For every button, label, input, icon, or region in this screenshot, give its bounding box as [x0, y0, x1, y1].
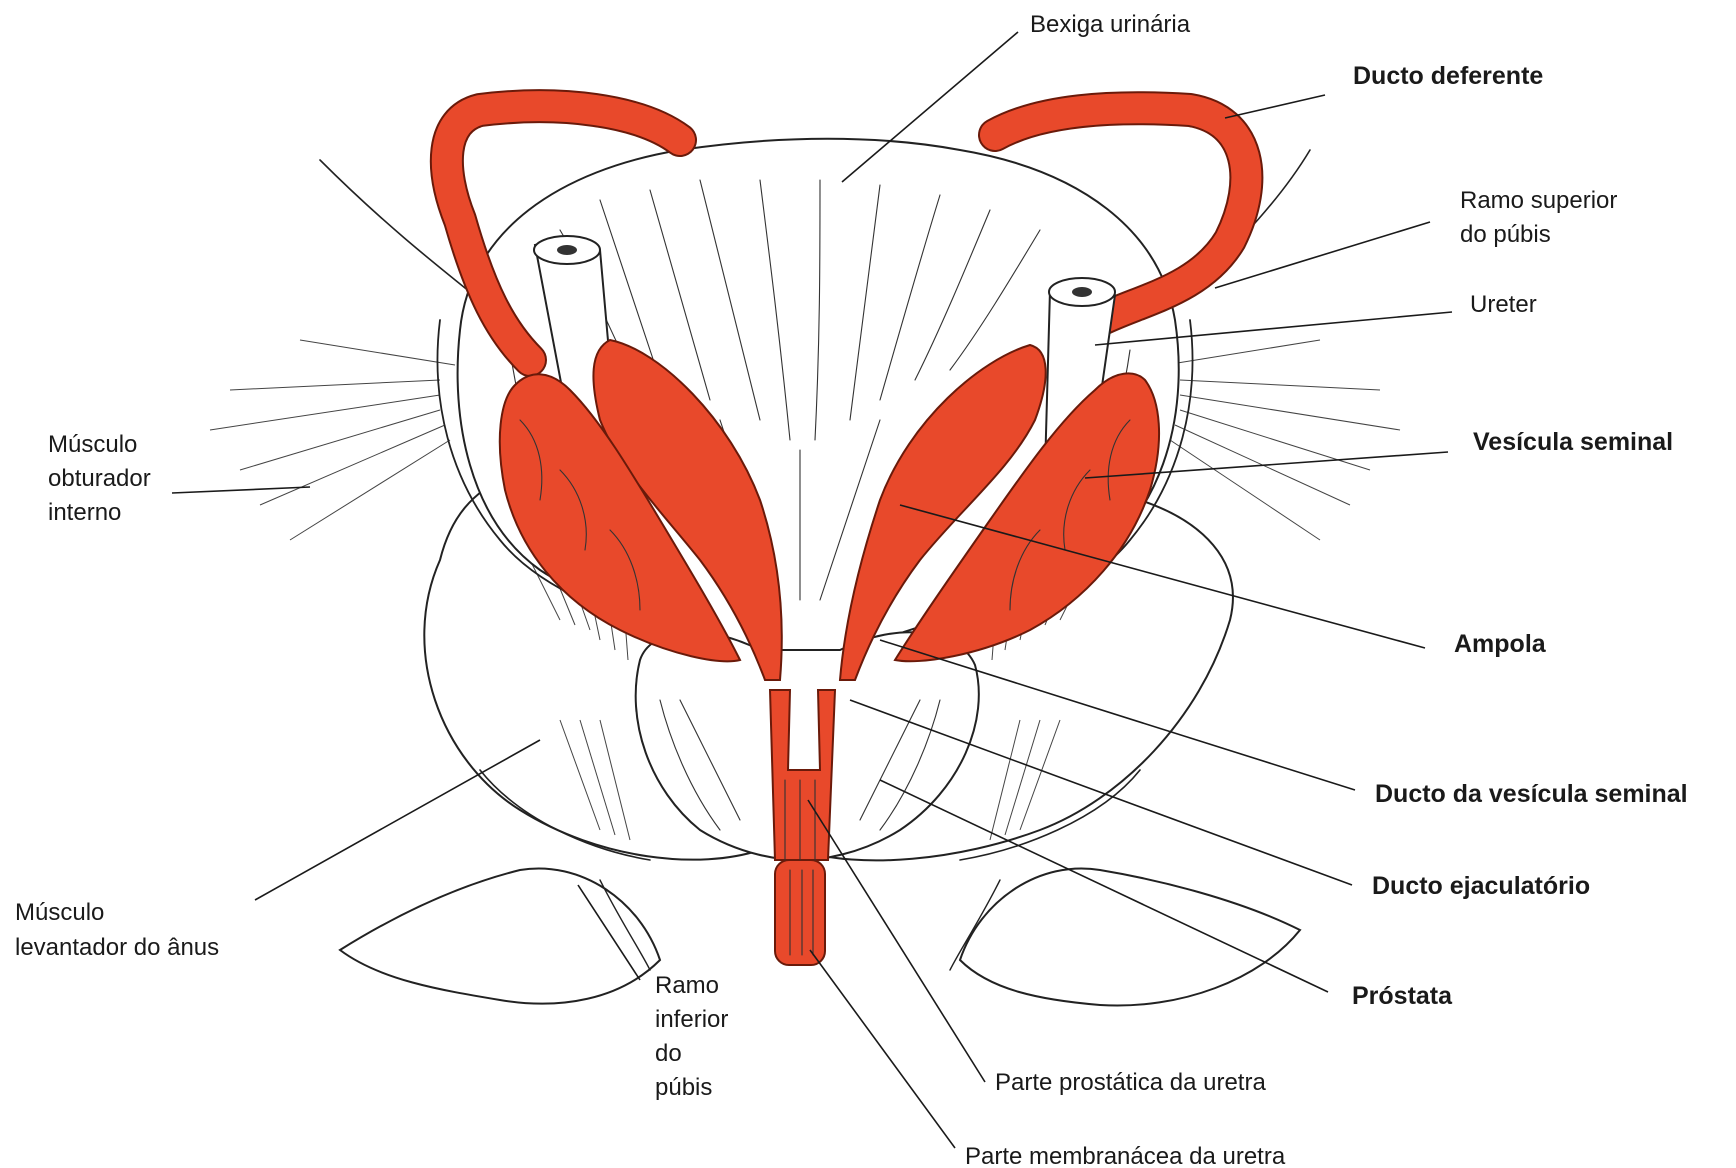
label-ramo-superior-line1: Ramo superior: [1460, 187, 1617, 214]
label-vesicula-seminal: Vesícula seminal: [1473, 428, 1673, 456]
label-ampola: Ampola: [1454, 630, 1547, 658]
label-obturador-line1: Músculo: [48, 431, 137, 458]
label-ducto-vesicula-seminal: Ducto da vesícula seminal: [1375, 780, 1688, 808]
label-prostata: Próstata: [1352, 982, 1453, 1010]
label-ducto-deferente: Ducto deferente: [1353, 62, 1543, 90]
label-ramo-inferior-line1: Ramo: [655, 972, 719, 999]
label-obturador-line3: interno: [48, 499, 121, 526]
label-obturador-line2: obturador: [48, 465, 151, 492]
label-ureter: Ureter: [1470, 291, 1537, 318]
label-bexiga-urinaria: Bexiga urinária: [1030, 11, 1191, 38]
label-parte-membranacea: Parte membranácea da uretra: [965, 1143, 1286, 1168]
label-ramo-inferior-line3: do: [655, 1040, 682, 1067]
label-levantador-line1: Músculo: [15, 899, 104, 926]
label-parte-prostatica: Parte prostática da uretra: [995, 1069, 1266, 1096]
label-ramo-superior-line2: do púbis: [1460, 221, 1551, 248]
label-levantador-line2: levantador do ânus: [15, 934, 219, 961]
label-ducto-ejaculatorio: Ducto ejaculatório: [1372, 872, 1590, 900]
label-ramo-inferior-line2: inferior: [655, 1006, 728, 1033]
label-ramo-inferior-line4: púbis: [655, 1074, 712, 1101]
